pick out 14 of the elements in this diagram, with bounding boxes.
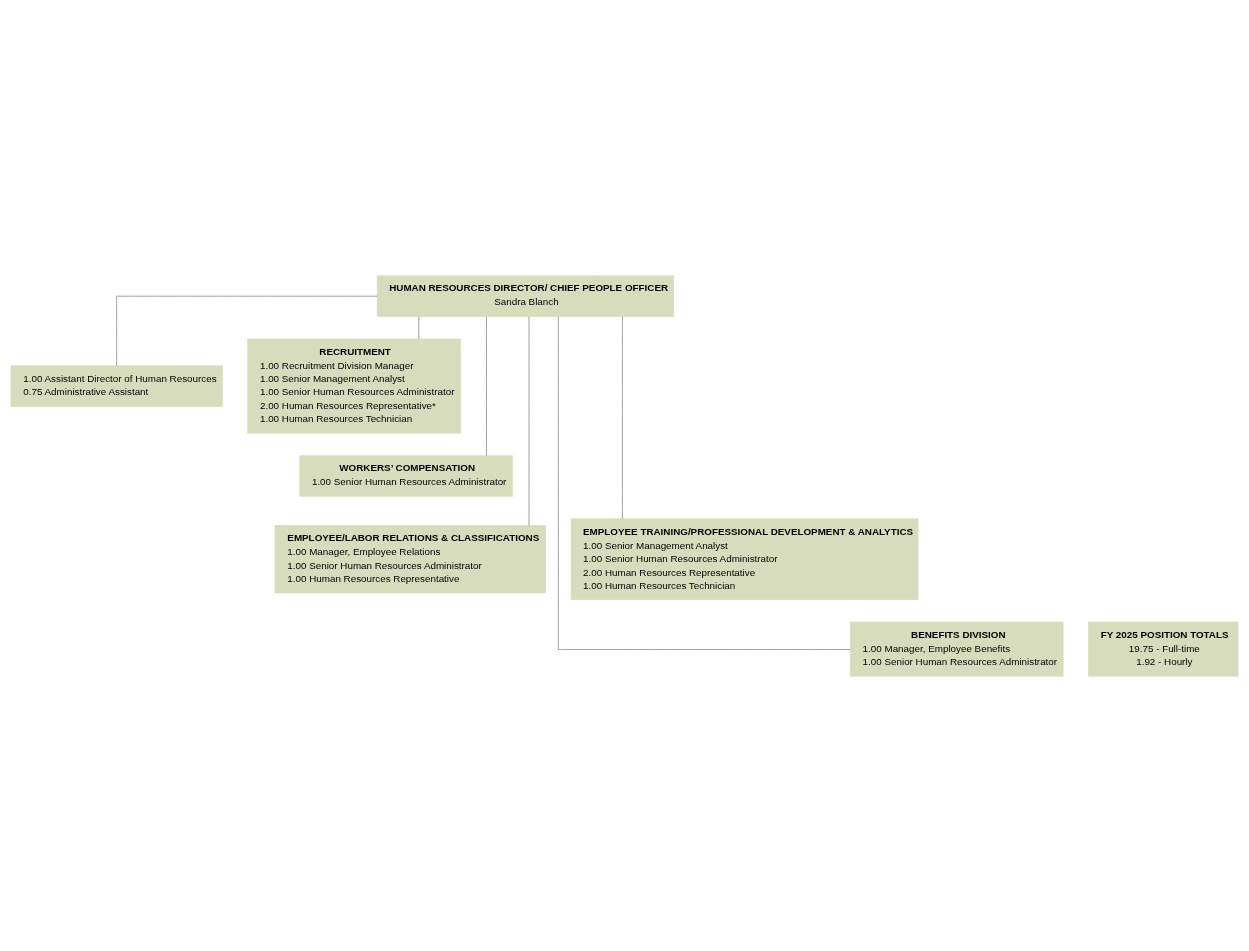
node-box: EMPLOYEE TRAINING/PROFESSIONAL DEVELOPMENT & ANALYTICS 1.00 Senior Management Analyst 1.00 Senior Human Resources Administrator 2.00 Human Resources Representative 1.00 Human Resources Technician — [570, 518, 919, 600]
node-box: WORKERS’ COMPENSATION 1.00 Senior Human Resources Administrator — [299, 454, 513, 497]
connector — [557, 315, 851, 650]
connector — [418, 315, 420, 339]
node-box: 1.00 Assistant Director of Human Resources 0.75 Administrative Assistant — [10, 364, 223, 407]
connector — [116, 295, 378, 366]
node-box: RECRUITMENT 1.00 Recruitment Division Manager 1.00 Senior Management Analyst 1.00 Senior Human Resources Administrator 2.00 Human Resources Representative* 1.00 Human Resources Technician — [247, 338, 461, 433]
connector — [486, 315, 487, 456]
node-box: HUMAN RESOURCES DIRECTOR/ CHIEF PEOPLE OFFICER Sandra Blanch — [376, 274, 674, 317]
connector — [622, 315, 623, 519]
node-box: BENEFITS DIVISION 1.00 Manager, Employee Benefits 1.00 Senior Human Resources Administrator — [850, 621, 1064, 677]
connector — [528, 315, 530, 526]
node-box: FY 2025 POSITION TOTALS 19.75 - Full-time 1.92 - Hourly — [1088, 621, 1239, 677]
node-box: EMPLOYEE/LABOR RELATIONS & CLASSIFICATIONS 1.00 Manager, Employee Relations 1.00 Senior Human Resources Administrator 1.00 Human Resources Representative — [274, 524, 546, 593]
